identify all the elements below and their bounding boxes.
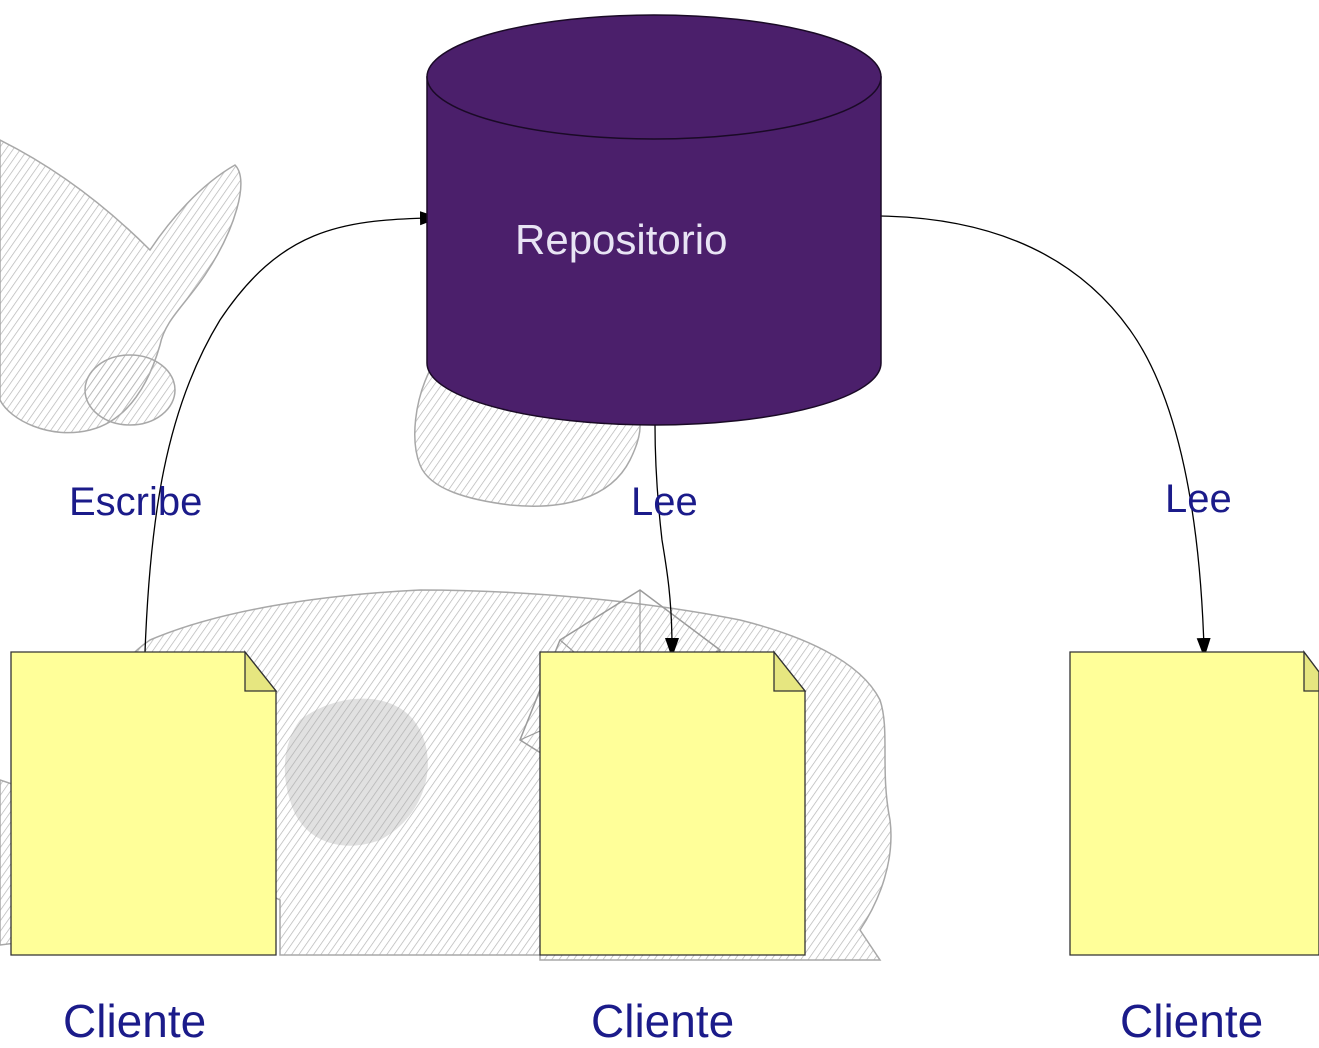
client-document-3[interactable] (1069, 650, 1319, 956)
repository-label: Repositorio (515, 216, 728, 263)
client-label-3: Cliente (1120, 995, 1264, 1047)
client-document-1[interactable] (10, 650, 278, 956)
client-label-2: Cliente (591, 995, 735, 1047)
edge-label-lee-middle: Lee (631, 480, 698, 524)
turtle-watermark-upper (0, 139, 242, 434)
repository-cylinder[interactable] (426, 14, 882, 426)
connector-escribe (144, 211, 440, 653)
edge-label-escribe: Escribe (69, 480, 203, 524)
connector-lee-middle (654, 424, 679, 658)
edge-label-lee-right: Lee (1165, 477, 1232, 521)
client-label-1: Cliente (63, 995, 207, 1047)
client-document-2[interactable] (539, 650, 807, 956)
connector-lee-right (879, 215, 1211, 658)
